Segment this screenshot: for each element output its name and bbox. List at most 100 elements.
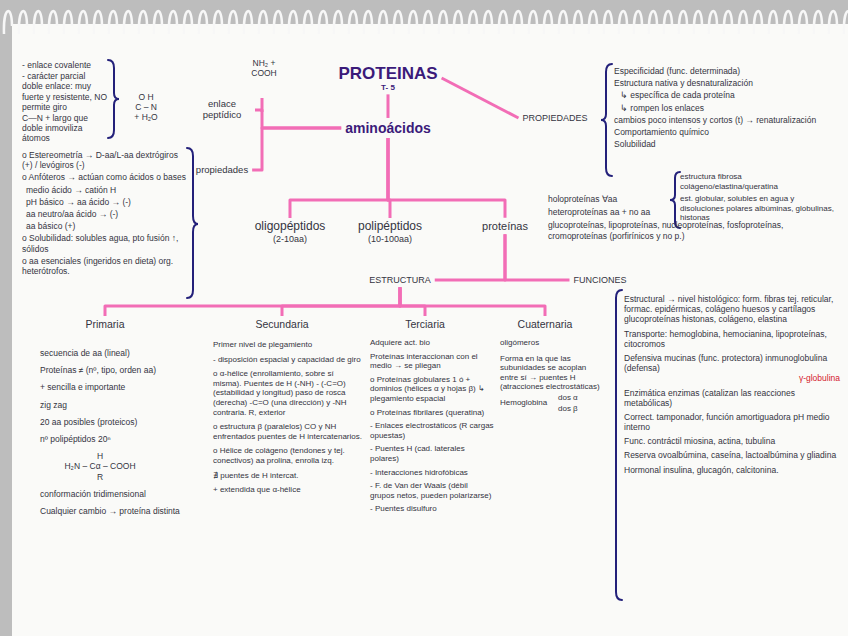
note-text: - disposición espacial y capacidad de gi… bbox=[213, 355, 363, 365]
note-text: o Anfóteros → actúan como ácidos o bases bbox=[22, 172, 188, 182]
note-text: + H₂O bbox=[124, 112, 168, 122]
connector-line bbox=[252, 128, 341, 170]
note-text: pH básico → aa ácido → (-) bbox=[26, 197, 188, 207]
node-text: Terciaria bbox=[405, 318, 445, 330]
main-topic: PROTEINAST- 5 bbox=[334, 62, 441, 95]
note-text: Hormonal insulina, glucagón, calcitonina… bbox=[624, 465, 840, 475]
note-text: cambios poco intensos y cortos (t) → ren… bbox=[614, 115, 840, 125]
note-text: Correct. tamponador, función amortiguado… bbox=[624, 412, 840, 432]
branch-label: FUNCIONES bbox=[569, 273, 630, 287]
note-text: zig zag bbox=[40, 400, 205, 410]
note-text: Especificidad (func. determinada) bbox=[614, 66, 840, 76]
paper-sheet bbox=[12, 24, 848, 636]
note-text: γ-globulina bbox=[624, 373, 840, 383]
connector-line bbox=[282, 287, 400, 316]
note-text: - Puentes H (cad. laterales polares) bbox=[370, 444, 494, 463]
node-text: Secundaria bbox=[255, 318, 308, 330]
section-heading: Cuaternaria bbox=[514, 316, 577, 332]
connector-line bbox=[400, 287, 545, 316]
note-text: o α-hélice (enrollamiento, sobre sí mism… bbox=[213, 369, 363, 417]
node-text: FUNCIONES bbox=[573, 275, 626, 285]
curly-bracket bbox=[601, 64, 612, 176]
note-text: Proteínas interaccionan con el medio → s… bbox=[370, 352, 494, 371]
node-text: enlace peptídico bbox=[193, 99, 251, 121]
node-text: Cuaternaria bbox=[518, 318, 573, 330]
node-text: propiedades bbox=[196, 165, 248, 176]
node-text: (10-100aa) bbox=[358, 234, 422, 244]
node-text: (2-10aa) bbox=[255, 234, 326, 244]
note-text: H bbox=[50, 451, 150, 461]
note-text: o Solubilidad: solubles agua, pto fusión… bbox=[22, 233, 188, 253]
node-text: polipéptidos bbox=[358, 220, 422, 234]
note-text: Solubilidad bbox=[614, 139, 840, 149]
section-heading: Terciaria bbox=[401, 316, 449, 332]
note-text: o Proteínas globulares 1 ó + dominios (h… bbox=[370, 375, 494, 404]
node-text: PROTEINAS bbox=[338, 64, 437, 84]
note-text: glucoproteínas, lipoproteínas, nucleopro… bbox=[548, 220, 838, 240]
node-text: oligopéptidos bbox=[255, 220, 326, 234]
note-text: - carácter parcial doble enlace: muy fue… bbox=[22, 71, 108, 112]
branch-label: propiedades bbox=[192, 163, 252, 178]
connector-line bbox=[387, 94, 390, 118]
note-text: 20 aa posibles (proteicos) bbox=[40, 417, 205, 427]
note-text: o Hélice de colágeno (tendones y tej. co… bbox=[213, 446, 363, 465]
note-text: est. globular, solubles en agua y disolu… bbox=[680, 194, 840, 223]
note-text: Estructura nativa y desnaturalización bbox=[614, 78, 840, 88]
note-text: - Interacciones hidrofóbicas bbox=[370, 468, 494, 478]
note-text: Comportamiento químico bbox=[614, 127, 840, 137]
note-text: Proteínas ≠ (nº, tipo, orden aa) bbox=[40, 365, 205, 375]
note-text: C – N bbox=[124, 102, 168, 112]
note-text: ↳ rompen los enlaces bbox=[620, 103, 840, 113]
branch-label: ESTRUCTURA bbox=[365, 273, 435, 287]
note-text: + sencilla e importante bbox=[40, 382, 205, 392]
branch-label: oligopéptidos(2-10aa) bbox=[251, 218, 330, 246]
note-text: aa neutro/aa ácido → (-) bbox=[26, 209, 188, 219]
note-text: secuencia de aa (lineal) bbox=[40, 348, 205, 358]
note-text: holoproteínas ∀aa bbox=[548, 194, 666, 204]
note-text: R bbox=[50, 472, 150, 482]
note-text: conformación tridimensional bbox=[40, 489, 205, 499]
connector-line bbox=[388, 138, 505, 218]
curly-bracket bbox=[670, 172, 680, 228]
note-text: Primer nivel de plegamiento bbox=[213, 340, 363, 350]
note-text: aa básico (+) bbox=[26, 221, 188, 231]
note-text: Transporte: hemoglobina, hemocianina, li… bbox=[624, 329, 840, 349]
note-text: NH₂ + COOH bbox=[246, 58, 282, 78]
note-text: nº polipéptidos 20ⁿ bbox=[40, 434, 205, 444]
note-text: Forma en la que las subunidades se acopl… bbox=[500, 354, 604, 392]
node-text: T- 5 bbox=[338, 83, 437, 92]
spiral-binding bbox=[0, 0, 848, 34]
connector-line bbox=[105, 287, 400, 316]
note-text: heteroproteínas aa + no aa bbox=[548, 207, 666, 217]
bracket-line bbox=[616, 290, 622, 600]
note-text: - Enlaces electrostáticos (R cargas opue… bbox=[370, 421, 494, 440]
note-text: ∄ puentes de H intercat. bbox=[213, 471, 363, 481]
node-text: PROPIEDADES bbox=[522, 113, 587, 123]
note-text: H₂N – Cα – COOH bbox=[50, 461, 150, 471]
note-text: medio ácido → catión H bbox=[26, 185, 188, 195]
connector-line bbox=[290, 138, 388, 218]
note-text: Enzimática enzimas (catalizan las reacci… bbox=[624, 388, 840, 408]
note-text: - Puentes disulfuro bbox=[370, 504, 494, 514]
note-text: Estructural → nivel histológico: form. f… bbox=[624, 294, 840, 325]
branch-label: polipéptidos(10-100aa) bbox=[354, 218, 426, 246]
node-text: proteínas bbox=[482, 220, 528, 233]
connector-line bbox=[400, 287, 425, 316]
curly-bracket bbox=[108, 60, 119, 138]
note-text: ↳ específica de cada proteína bbox=[620, 90, 840, 100]
topic-node: aminoácidos bbox=[341, 118, 435, 138]
note-text: dos β bbox=[558, 404, 602, 414]
connector-line bbox=[435, 234, 505, 280]
node-text: ESTRUCTURA bbox=[369, 275, 431, 285]
note-text: - F. de Van der Waals (débil grupos neto… bbox=[370, 481, 494, 500]
note-text: Defensiva mucinas (func. protectora) inm… bbox=[624, 353, 840, 373]
note-text: - enlace covalente bbox=[22, 60, 108, 70]
connector-line bbox=[255, 110, 341, 128]
branch-label: enlace peptídico bbox=[189, 97, 255, 123]
connector-line bbox=[505, 234, 569, 280]
note-text: estructura fibrosa colágeno/elastina/que… bbox=[680, 172, 840, 191]
note-text: Adquiere act. bio bbox=[370, 338, 494, 348]
note-text: + extendida que α-hélice bbox=[213, 485, 363, 495]
note-text: o aa esenciales (ingeridos en dieta) org… bbox=[22, 256, 188, 276]
